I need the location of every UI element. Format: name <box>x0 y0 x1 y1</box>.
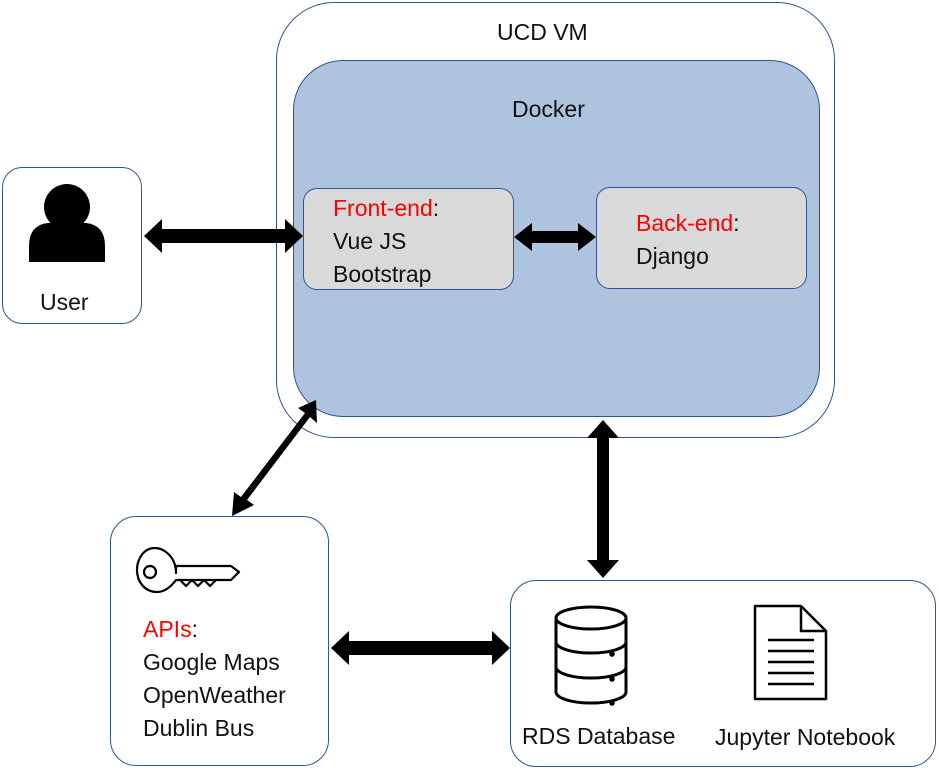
frontend-heading: Front-end: <box>333 192 439 225</box>
frontend-item-vue: Vue JS <box>333 228 407 254</box>
apis-colon: : <box>191 616 198 642</box>
key-icon <box>135 546 241 594</box>
backend-box <box>596 187 807 289</box>
frontend-label: Front-end <box>333 195 433 221</box>
database-icon <box>554 605 628 706</box>
apis-heading: APIs: <box>143 613 198 646</box>
frontend-item-bootstrap: Bootstrap <box>333 261 432 287</box>
arrows <box>144 219 619 665</box>
arrow-docker-apis <box>232 400 317 516</box>
arrow-apis-database <box>331 631 510 665</box>
api-item-google-maps: Google Maps <box>143 649 280 675</box>
backend-heading: Back-end: <box>636 207 740 240</box>
notebook-label: Jupyter Notebook <box>715 724 896 750</box>
arrow-frontend-backend <box>514 223 596 251</box>
api-item-dublin-bus: Dublin Bus <box>143 715 255 741</box>
backend-label: Back-end <box>636 210 734 236</box>
apis-box <box>110 516 329 766</box>
user-icon <box>29 184 105 262</box>
user-label: User <box>40 289 89 315</box>
arrow-docker-database <box>587 420 619 578</box>
backend-item-django: Django <box>636 243 709 269</box>
apis-label: APIs <box>143 616 192 642</box>
frontend-box <box>303 188 514 290</box>
database-label: RDS Database <box>522 723 676 749</box>
api-item-openweather: OpenWeather <box>143 682 286 708</box>
document-icon <box>753 604 828 701</box>
docker-title: Docker <box>512 96 585 122</box>
arrow-user-frontend <box>144 219 303 253</box>
ucd-vm-title: UCD VM <box>497 19 588 45</box>
backend-colon: : <box>733 210 740 236</box>
frontend-colon: : <box>432 195 440 221</box>
